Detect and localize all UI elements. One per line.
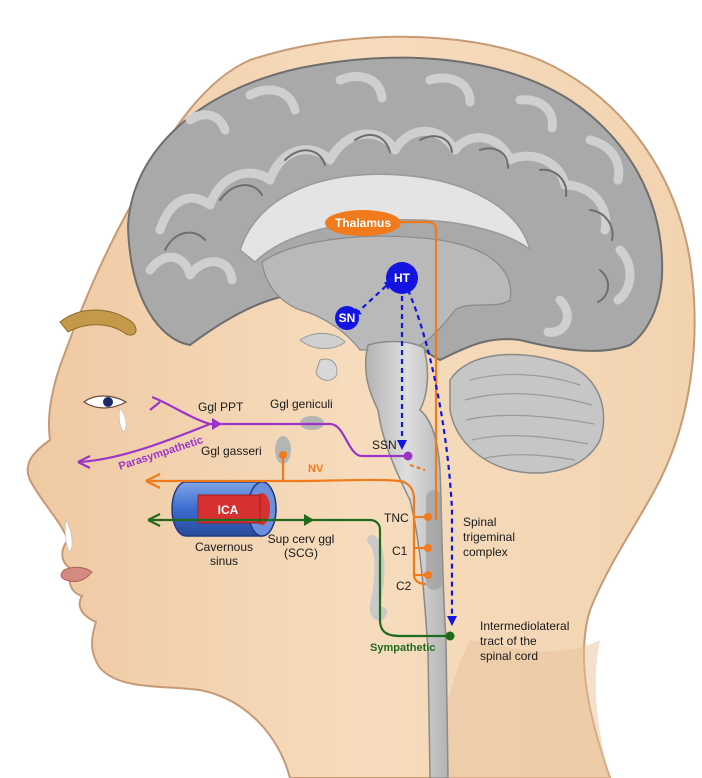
ggl-geniculi-label: Ggl geniculi xyxy=(270,397,333,411)
cerebellum xyxy=(449,353,605,474)
sn-node xyxy=(335,306,359,330)
sulci xyxy=(164,133,614,303)
ht-node xyxy=(386,262,418,294)
c2-label: C2 xyxy=(396,579,412,593)
c1-label: C1 xyxy=(392,544,408,558)
ssn-synapse xyxy=(403,451,413,461)
ggl-ppt-synapse xyxy=(212,418,222,430)
pituitary xyxy=(315,358,338,381)
trigeminal-branch-lower xyxy=(145,480,161,489)
cavernous-sinus-label-2: sinus xyxy=(210,554,238,568)
scg-label-1: Sup cerv ggl xyxy=(268,532,335,546)
ggl-gasseri-label: Ggl gasseri xyxy=(201,444,262,458)
tear xyxy=(118,407,127,433)
thalamus-node xyxy=(325,210,401,236)
eyebrow xyxy=(59,309,137,336)
optic-chiasm xyxy=(299,333,346,349)
green-sympathetic-pathway xyxy=(147,513,450,638)
brainstem xyxy=(364,340,449,778)
scg-label-2: (SCG) xyxy=(284,546,318,560)
sn-label: SN xyxy=(339,311,356,325)
neck-shade xyxy=(430,640,610,778)
thalamus-label: Thalamus xyxy=(335,216,391,230)
diencephalon xyxy=(261,235,512,351)
nv-label: NV xyxy=(308,463,324,475)
spinal-trigeminal-label-1: Spinal xyxy=(463,515,496,529)
tnc-label: TNC xyxy=(384,511,409,525)
iml-synapse xyxy=(445,631,455,641)
ssn-label: SSN xyxy=(372,438,397,452)
ggl-gasseri-synapse xyxy=(279,451,287,459)
cavernous-sinus-label-1: Cavernous xyxy=(195,540,253,554)
nasal-drip xyxy=(64,519,73,553)
ggl-ppt-label: Ggl PPT xyxy=(198,400,244,414)
c1-synapse xyxy=(424,544,432,552)
blue-descending-pathways xyxy=(357,285,454,618)
arrow-to-ssn xyxy=(397,440,407,450)
iml-label-1: Intermediolateral xyxy=(480,619,569,633)
scg-synapse xyxy=(304,514,314,526)
lips xyxy=(60,566,93,583)
tnc-synapse xyxy=(424,513,432,521)
iris xyxy=(103,397,113,407)
ica-vessel xyxy=(171,481,277,537)
ggl-gasseri-node xyxy=(275,436,291,464)
cerebellar-folia xyxy=(464,373,595,461)
arrow-to-iml xyxy=(447,616,457,626)
spinal-trigeminal-label-3: complex xyxy=(463,545,508,559)
iml-label-2: tract of the xyxy=(480,634,537,648)
spinal-trigeminal-label-2: trigeminal xyxy=(463,530,515,544)
ica-label: ICA xyxy=(218,503,239,517)
sympathetic-label: Sympathetic xyxy=(370,642,435,654)
gyri xyxy=(145,72,635,337)
trigeminal-branch-upper xyxy=(145,473,161,482)
purple-parasympathetic-pathway xyxy=(77,395,408,469)
iml-label-3: spinal cord xyxy=(480,649,538,663)
ht-label: HT xyxy=(394,271,411,285)
c2-synapse xyxy=(424,571,432,579)
